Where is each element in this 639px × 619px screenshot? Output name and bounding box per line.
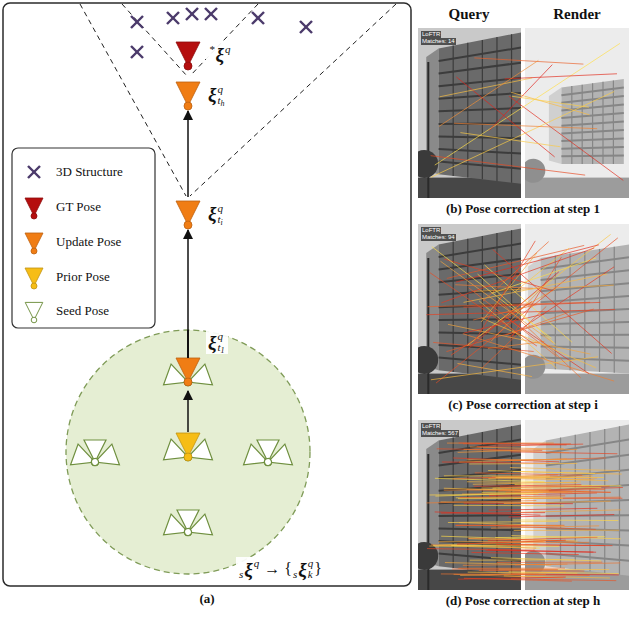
update-arrow bbox=[187, 111, 189, 197]
structure-point bbox=[131, 46, 143, 58]
structure-point bbox=[205, 8, 217, 20]
legend-text: GT Pose bbox=[56, 199, 101, 214]
legend-text: Update Pose bbox=[56, 234, 121, 249]
pose-label: *ξq bbox=[206, 43, 234, 67]
pose-marker bbox=[174, 78, 202, 111]
legend-entry: Update Pose bbox=[56, 234, 121, 250]
render-photo bbox=[525, 28, 629, 198]
prior-pose-center bbox=[184, 453, 192, 461]
update-arrow bbox=[187, 230, 189, 330]
panel-caption: (a) bbox=[199, 591, 214, 607]
match-lines bbox=[426, 234, 618, 383]
pose-marker bbox=[174, 197, 202, 230]
seed-region bbox=[66, 330, 310, 574]
legend-text: 3D Structure bbox=[56, 164, 123, 179]
column-header: Render bbox=[553, 5, 601, 23]
query-photo bbox=[418, 224, 521, 394]
legend-pose-center bbox=[31, 248, 37, 254]
structure-point bbox=[186, 8, 198, 20]
column-header: Query bbox=[449, 5, 490, 23]
legend-text: Prior Pose bbox=[56, 269, 110, 284]
structure-point bbox=[131, 16, 143, 28]
match-info: LoFTR bbox=[421, 423, 441, 430]
seed-pose bbox=[25, 302, 43, 322]
structure-point bbox=[300, 21, 312, 33]
pose-node: ξqth bbox=[174, 78, 228, 111]
legend-box bbox=[12, 148, 155, 328]
formula: sξq → {sξqk} bbox=[236, 557, 324, 581]
match-count: Matches: 14 bbox=[421, 38, 456, 45]
panel-caption: (b) Pose correction at step 1 bbox=[446, 201, 600, 217]
match-count: Matches: 94 bbox=[421, 234, 456, 241]
legend-entry: GT Pose bbox=[56, 199, 101, 215]
panel-caption: (c) Pose correction at step i bbox=[448, 397, 598, 413]
pose-label: ξqt1 bbox=[206, 330, 228, 354]
seed-pose bbox=[88, 444, 119, 473]
match-info: LoFTR bbox=[421, 31, 441, 38]
panel-frame bbox=[3, 3, 411, 586]
render-photo bbox=[525, 224, 629, 394]
pose-label: ξqti bbox=[206, 202, 226, 226]
pose-node: *ξq bbox=[174, 38, 234, 71]
structure-point bbox=[167, 12, 179, 24]
pose-node: ξqt1 bbox=[174, 330, 228, 387]
structure-point bbox=[252, 12, 264, 24]
pose-marker bbox=[174, 38, 202, 71]
pose-stub bbox=[187, 330, 189, 358]
update-arrow bbox=[187, 391, 189, 432]
view-cone bbox=[190, 4, 258, 76]
legend-entry: Prior Pose bbox=[56, 269, 110, 285]
match-lines bbox=[426, 443, 623, 581]
view-cone bbox=[122, 4, 187, 76]
legend-entry: 3D Structure bbox=[56, 164, 123, 180]
panel-caption: (d) Pose correction at step h bbox=[446, 593, 601, 609]
seed-pose bbox=[261, 444, 292, 473]
match-count: Matches: 567 bbox=[421, 430, 459, 437]
match-info: LoFTR bbox=[421, 227, 441, 234]
pose-label: ξqth bbox=[206, 83, 228, 107]
seed-pose bbox=[181, 514, 212, 543]
match-lines bbox=[431, 43, 624, 180]
legend-pose-center bbox=[31, 283, 37, 289]
pose-marker bbox=[174, 354, 202, 387]
legend-pose-center bbox=[31, 213, 37, 219]
pose-node: ξqti bbox=[174, 197, 226, 230]
view-cone bbox=[190, 4, 396, 196]
legend-entry: Seed Pose bbox=[56, 303, 109, 319]
structure-point bbox=[28, 166, 40, 178]
legend-text: Seed Pose bbox=[56, 303, 109, 318]
